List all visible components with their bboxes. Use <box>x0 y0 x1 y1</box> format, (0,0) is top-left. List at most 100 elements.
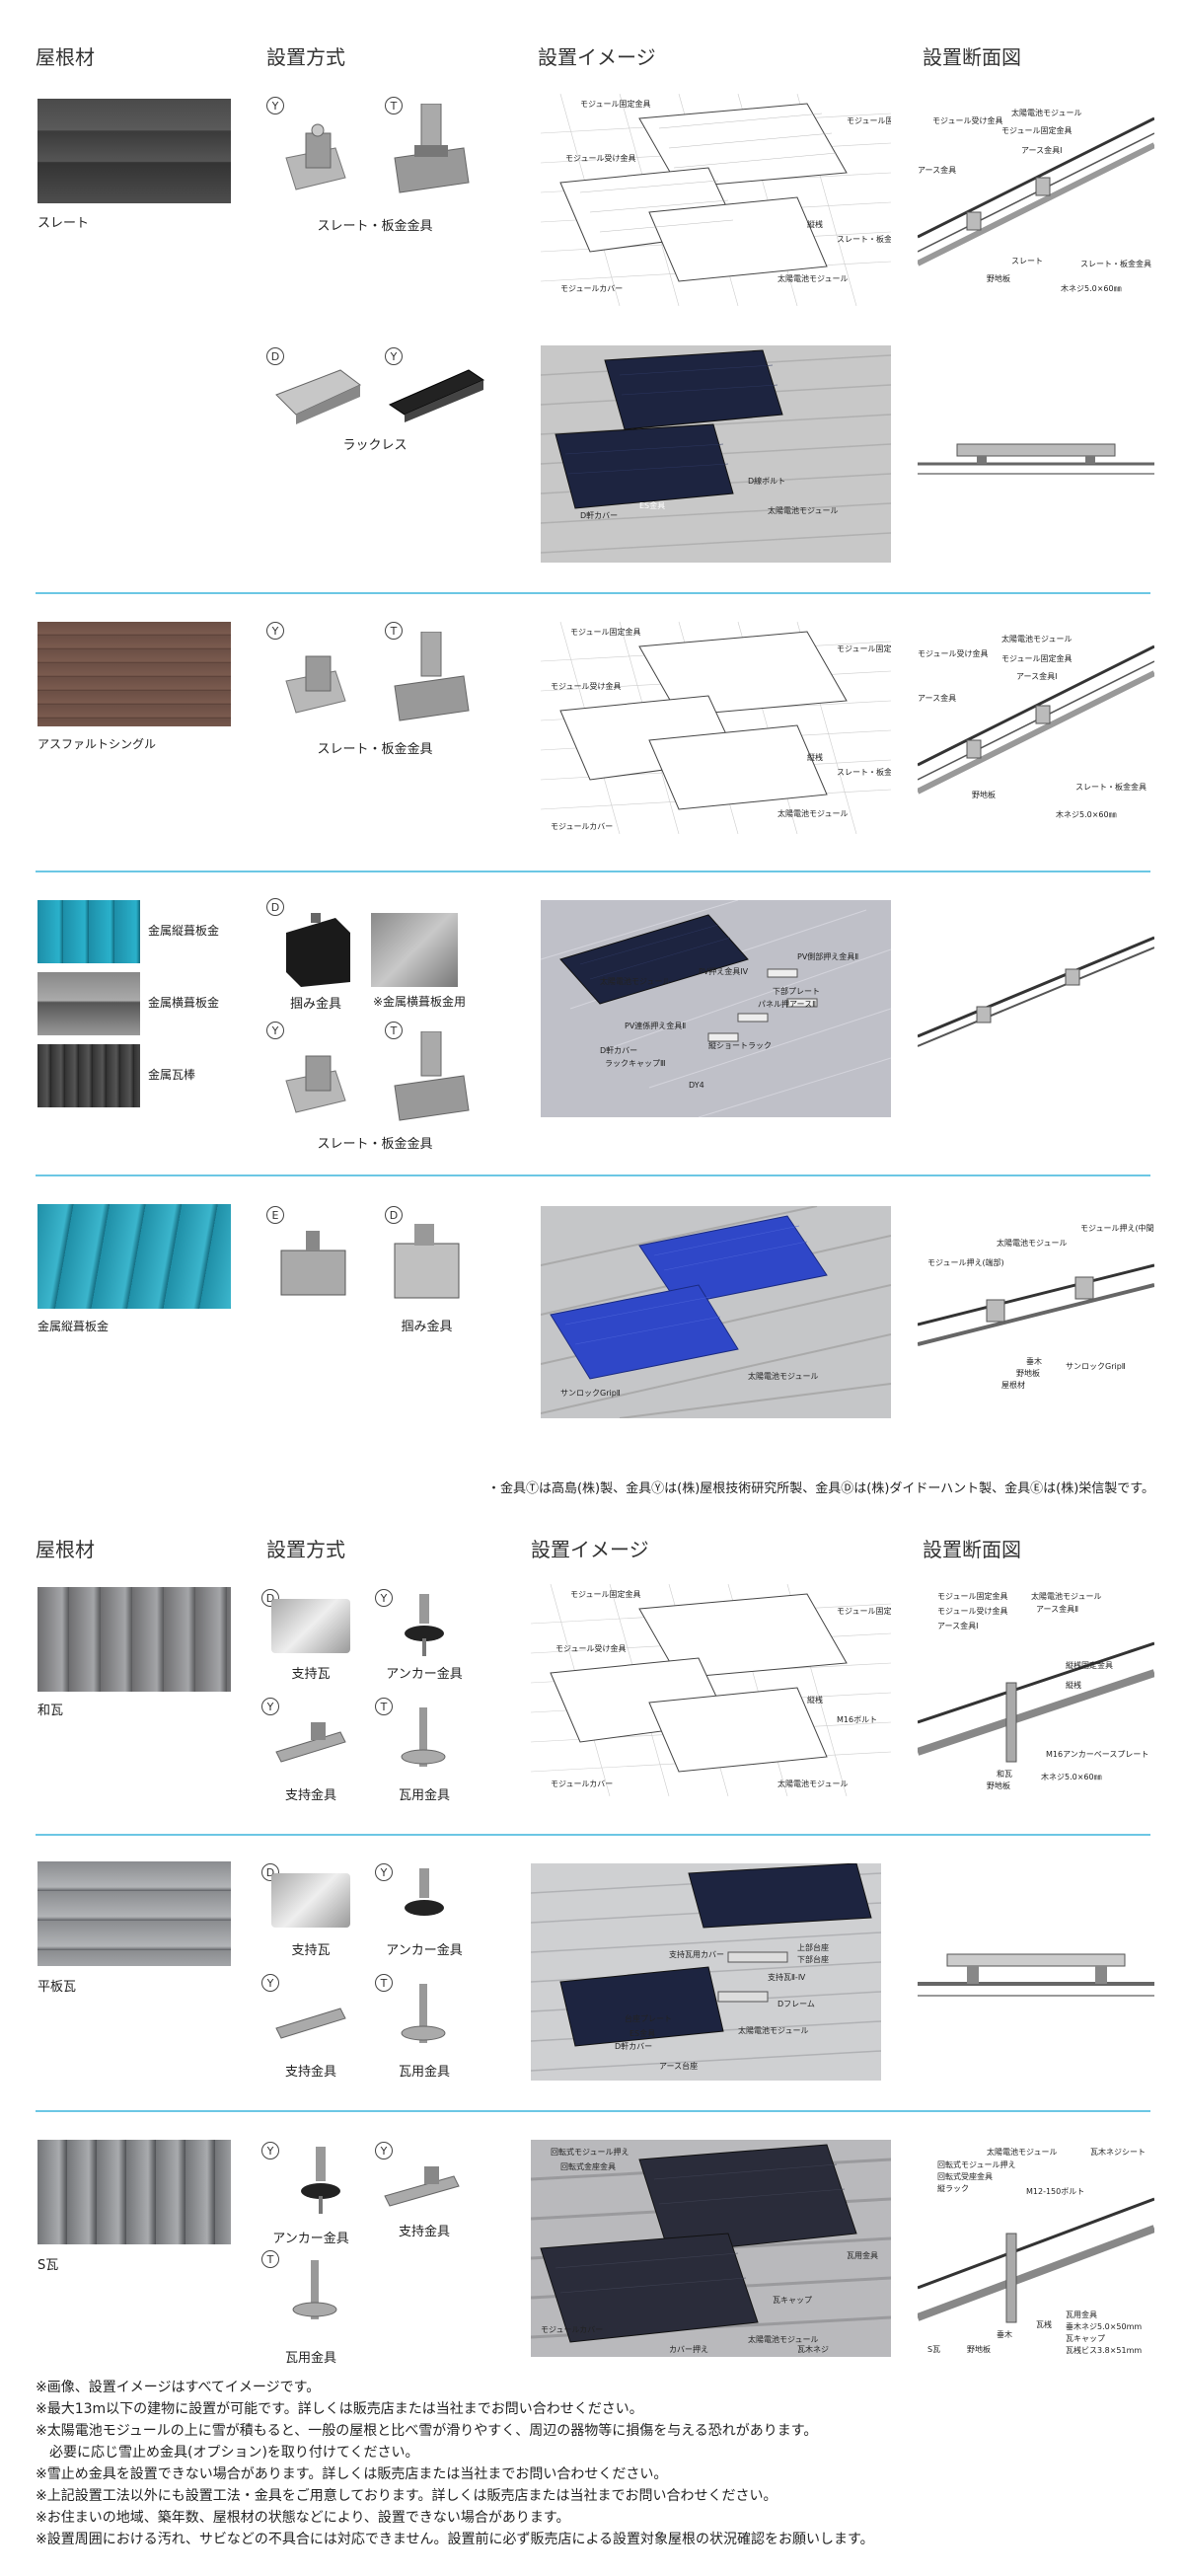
badge-wa-2: Y <box>375 1589 393 1607</box>
ss-3: 回転式受座金具 <box>937 2171 993 2181</box>
metal-section-diagram <box>918 936 1154 1047</box>
mt-label-7: 下部プレート <box>773 986 820 996</box>
st-label-2: モジュールカバー <box>541 2325 603 2334</box>
roof-photo-metal-batten <box>37 1044 140 1107</box>
roof-photo-metal-vertical <box>37 900 140 963</box>
caption-anchor-2: アンカー金具 <box>386 1943 463 1958</box>
note-1: ※最大13m以下の建物に設置が可能です。詳しくは販売店または当社までお問い合わせ… <box>36 2401 643 2417</box>
badge-s-3: T <box>261 2250 279 2268</box>
roof-photo-flat-tile <box>37 1861 231 1966</box>
as-label-2: モジュール固定金具(東面) <box>837 644 891 653</box>
roof-photo-wagawara <box>37 1587 231 1692</box>
caption-asphalt-fitting: スレート・板金金具 <box>317 742 433 757</box>
roof-label-wagawara: 和瓦 <box>37 1704 64 1718</box>
sec-label-2: モジュール固定金具 <box>1001 125 1072 135</box>
badge-t-3: T <box>385 622 403 640</box>
roof-label-metal-horizontal: 金属横葺板金 <box>148 996 220 1010</box>
as-sec-7: スレート・板金金具 <box>1075 782 1147 792</box>
caption-grip-5: 掴み金具 <box>401 1320 453 1334</box>
maker-note: ・金具Ⓣは高島(株)製、金具Ⓨは(株)屋根技術研究所製、金具Ⓓは(株)ダイドーハ… <box>486 1481 1154 1496</box>
horizontal-metal-bracket-image <box>371 913 458 987</box>
badge-fl-1: D <box>261 1863 279 1881</box>
slate-section-diagram: モジュール受け金具 太陽電池モジュール モジュール固定金具 アース金具 アース金… <box>918 108 1154 293</box>
wa-sec-7: M16アンカーベースプレート <box>1046 1750 1148 1759</box>
s-tile-install-image: 回転式モジュール押え 回転式金座金具 モジュールカバー カバー押え 瓦キャップ … <box>531 2140 891 2357</box>
wa-label-3: 縦桟 <box>807 1695 823 1705</box>
flat-tile-install-image: 支持瓦用カバー 上部台座 下部台座 支持瓦Ⅱ-Ⅳ Dフレーム 台座プレート ES… <box>531 1863 881 2081</box>
badge-y-4: Y <box>266 1022 284 1039</box>
wa-sec-4: アース金具Ⅱ <box>1036 1604 1078 1614</box>
header-image: 設置イメージ <box>538 45 656 69</box>
asphalt-bracket-t-image <box>394 632 470 721</box>
badge-fl-2: Y <box>375 1863 393 1881</box>
sunlock-grip-image <box>280 1231 346 1296</box>
fl-label-5: 台座プレート <box>625 2013 672 2023</box>
caption-support-tile: 支持瓦 <box>291 1667 331 1682</box>
badge-wa-4: T <box>375 1698 393 1715</box>
metal-vertical-install-image: サンロックGripⅡ 太陽電池モジュール <box>541 1206 891 1418</box>
badge-fl-4: T <box>375 1974 393 1992</box>
st-label-4: 瓦キャップ <box>773 2296 812 2305</box>
fl-label-4: Dフレーム <box>777 2000 815 2008</box>
mv-sec-1: 太陽電池モジュール <box>997 1238 1067 1248</box>
roof-label-slate: スレート <box>37 216 90 231</box>
badge-y-2: Y <box>385 347 403 365</box>
badge-y-3: Y <box>266 622 284 640</box>
rk-label-1: D軒カバー <box>580 511 618 520</box>
as-label-0: モジュール固定金具 <box>570 627 640 637</box>
sec-label-8: 木ネジ5.0×60㎜ <box>1061 283 1122 293</box>
roof-label-asphalt: アスファルトシングル <box>37 737 157 751</box>
wa-label-4: M16ボルト <box>837 1715 877 1724</box>
as-label-3: 縦桟 <box>807 752 823 762</box>
rackless-section-diagram <box>918 443 1154 475</box>
caption-horizontal-only: ※金属横葺板金用 <box>372 995 467 1009</box>
as-sec-0: モジュール受け金具 <box>918 648 988 658</box>
wa-sec-8: 木ネジ5.0×60㎜ <box>1041 1772 1102 1781</box>
wa-sec-3: アース金具Ⅰ <box>937 1621 978 1630</box>
badge-wa-3: Y <box>261 1698 279 1715</box>
note-0: ※画像、設置イメージはすべてイメージです。 <box>36 2380 321 2395</box>
tile-metal-image-3 <box>292 2260 337 2319</box>
st-label-6: 瓦木ネジ <box>797 2344 829 2354</box>
support-tile-image-2 <box>271 1873 350 1928</box>
asphalt-section-diagram: モジュール受け金具 太陽電池モジュール モジュール固定金具 アース金具 アース金… <box>918 634 1154 819</box>
note-3: 必要に応じ雪止め金具(オプション)を取り付けてください。 <box>36 2445 419 2461</box>
roof-photo-metal-vertical-2 <box>37 1204 231 1309</box>
caption-tile-metal: 瓦用金具 <box>398 1788 450 1803</box>
header-section-2: 設置断面図 <box>923 1538 1021 1561</box>
ss-7: 垂木ネジ5.0×50mm <box>1066 2321 1142 2331</box>
as-label-1: モジュール受け金具 <box>551 681 621 691</box>
as-sec-1: 太陽電池モジュール <box>1001 634 1072 644</box>
badge-t-4: T <box>385 1022 403 1039</box>
badge-s-1: Y <box>261 2142 279 2159</box>
asphalt-bracket-y-image <box>285 655 346 714</box>
ss-8: 瓦キャップ <box>1066 2334 1105 2343</box>
note-7: ※設置周囲における汚れ、サビなどの不具合には対応できません。設置前に必ず販売店に… <box>36 2532 874 2547</box>
label-module-receiver: モジュール受け金具 <box>565 153 635 163</box>
mt-label-9: 縦ショートラック <box>708 1040 772 1050</box>
badge-y: Y <box>266 97 284 114</box>
roof-photo-slate <box>37 99 231 203</box>
fl-label-1: 上部台座 <box>797 1942 829 1952</box>
rackless-d-image <box>275 369 361 424</box>
notes: ※画像、設置イメージはすべてイメージです。 ※最大13m以下の建物に設置が可能で… <box>36 2377 874 2550</box>
wa-label-6: モジュールカバー <box>551 1780 613 1788</box>
support-metal-image <box>275 1722 346 1763</box>
rk-label-0: ES金具 <box>639 500 665 510</box>
badge-wa-1: D <box>261 1589 279 1607</box>
st-label-0: 回転式モジュール押え <box>551 2147 629 2157</box>
tile-metal-image <box>401 1707 446 1767</box>
mv-sec-4: 野地板 <box>1016 1368 1040 1378</box>
header-roof: 屋根材 <box>36 45 95 69</box>
asphalt-install-image: モジュール固定金具 モジュール受け金具 モジュール固定金具(東面) 縦桟 スレー… <box>541 622 891 834</box>
caption-support-metal-3: 支持金具 <box>398 2225 450 2239</box>
fl-label-6: ES金具 <box>629 2028 655 2038</box>
badge-fl-3: Y <box>261 1974 279 1992</box>
mt-label-8: パネル押アースⅡ <box>758 999 816 1009</box>
sec-label-5: スレート <box>1011 257 1043 265</box>
st-label-7: 瓦用金具 <box>847 2250 878 2260</box>
mv-label-0: サンロックGripⅡ <box>560 1389 621 1398</box>
header-roof-2: 屋根材 <box>36 1538 95 1561</box>
mv-sec-3: 垂木 <box>1026 1356 1042 1366</box>
caption-grip: 掴み金具 <box>289 997 341 1012</box>
